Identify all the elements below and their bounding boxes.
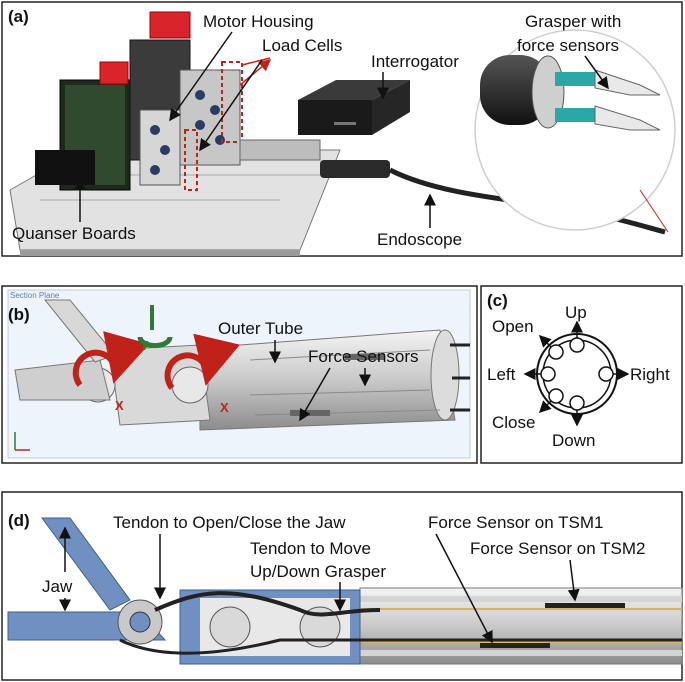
label-close: Close bbox=[492, 413, 535, 432]
lumen-open bbox=[548, 344, 564, 360]
label-grasper-line2: force sensors bbox=[517, 36, 619, 55]
label-up: Up bbox=[565, 303, 587, 322]
panel-b: Section Plane (b) X X bbox=[1, 285, 478, 464]
label-left: Left bbox=[487, 365, 516, 384]
grasper-magnifier bbox=[474, 29, 676, 233]
label-right: Right bbox=[630, 365, 670, 384]
label-interrogator: Interrogator bbox=[371, 52, 459, 71]
label-x1: X bbox=[115, 398, 124, 413]
label-outer-tube: Outer Tube bbox=[218, 319, 303, 338]
arrow-open bbox=[538, 334, 552, 348]
lumen-up bbox=[569, 337, 585, 353]
arrow-close bbox=[538, 400, 552, 414]
arrow-load-cells bbox=[199, 59, 263, 152]
label-jaw: Jaw bbox=[42, 577, 73, 596]
panel-b-tag: (b) bbox=[8, 305, 30, 324]
label-motor-housing: Motor Housing bbox=[203, 12, 314, 31]
label-sensor-tsm2: Force Sensor on TSM2 bbox=[470, 539, 645, 558]
interrogator-drawing bbox=[298, 80, 410, 135]
label-grasper-line1: Grasper with bbox=[525, 12, 621, 31]
arrow-sensor-tsm2 bbox=[567, 559, 580, 602]
arrow-force-sensor-2 bbox=[299, 367, 331, 422]
label-force-sensors: Force Sensors bbox=[308, 347, 419, 366]
panel-c-tag: (c) bbox=[487, 291, 508, 310]
label-x2: X bbox=[220, 400, 229, 415]
arrow-motor-housing bbox=[169, 31, 233, 122]
label-open: Open bbox=[492, 317, 534, 336]
rotation-y-arrow bbox=[137, 336, 173, 349]
wrist-section-drawing bbox=[7, 517, 682, 665]
arrow-sensor-tsm1 bbox=[435, 533, 493, 644]
arrow-grasper bbox=[584, 55, 609, 90]
panel-d: (d) Tendon to Open/Close the Jaw Tendon bbox=[1, 491, 683, 681]
lumen-down bbox=[569, 395, 585, 411]
panel-a: (a) bbox=[1, 1, 683, 257]
panel-a-tag: (a) bbox=[8, 7, 29, 26]
lumen-close bbox=[548, 388, 564, 404]
panel-d-tag: (d) bbox=[8, 511, 30, 530]
label-tendon-jaw: Tendon to Open/Close the Jaw bbox=[113, 513, 346, 532]
section-plane-label: Section Plane bbox=[10, 291, 60, 300]
rotation-x1-arrow bbox=[72, 331, 150, 387]
label-sensor-tsm1: Force Sensor on TSM1 bbox=[428, 513, 603, 532]
label-quanser-boards: Quanser Boards bbox=[12, 224, 136, 243]
outer-tube-drawing bbox=[199, 329, 470, 431]
label-tendon-move-line1: Tendon to Move bbox=[250, 539, 371, 558]
panel-c: (c) Up Open Left Right Close Down bbox=[480, 285, 683, 464]
label-load-cells: Load Cells bbox=[262, 36, 342, 55]
label-y: Y bbox=[140, 338, 149, 353]
rotation-x2-arrow bbox=[164, 333, 240, 390]
label-tendon-move-line2: Up/Down Grasper bbox=[250, 562, 386, 581]
lumen-left bbox=[540, 366, 556, 382]
tube-section-drawing bbox=[359, 587, 683, 665]
lumen-right bbox=[598, 366, 614, 382]
label-down: Down bbox=[552, 431, 595, 450]
label-endoscope: Endoscope bbox=[377, 230, 462, 249]
